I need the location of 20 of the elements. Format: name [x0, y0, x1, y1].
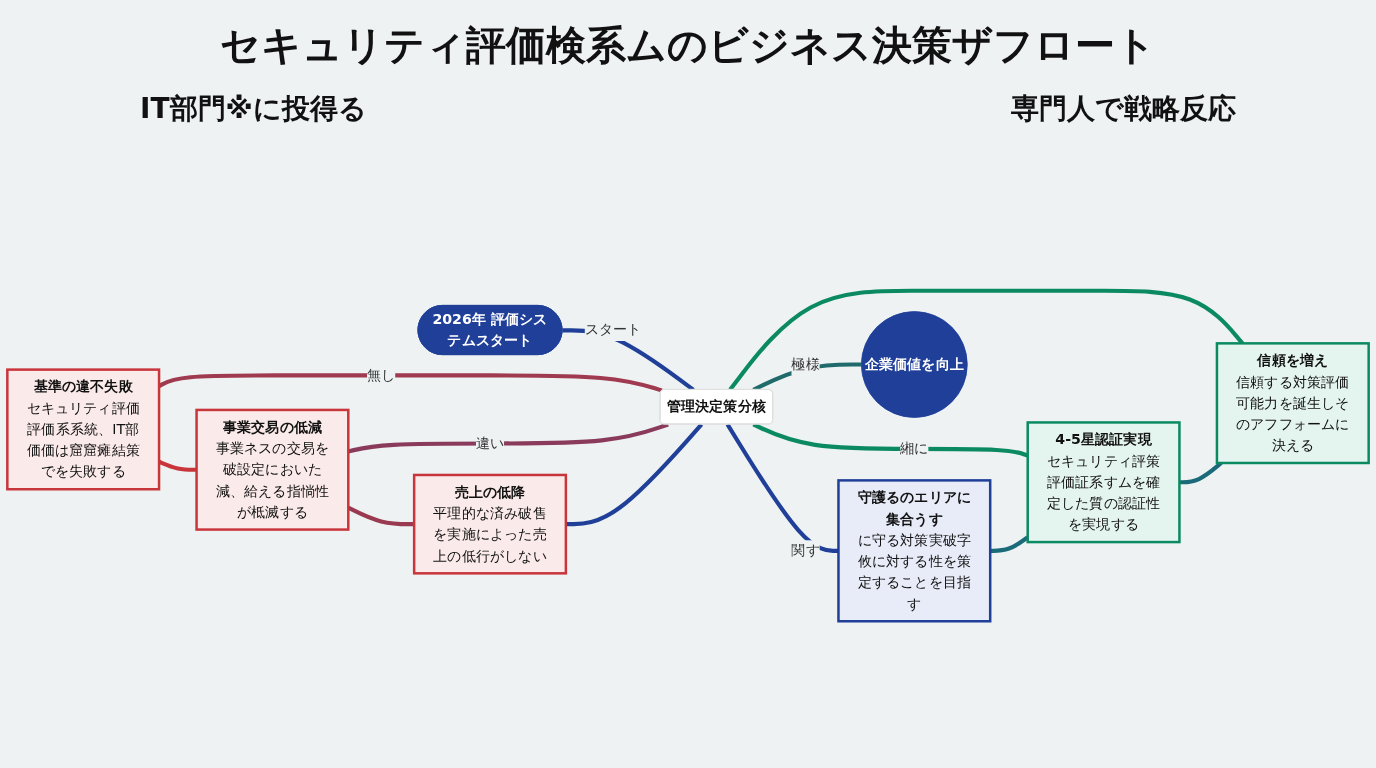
connector: [725, 423, 839, 553]
node-circle: 企業価値を向上: [861, 311, 968, 418]
connector: [1179, 461, 1223, 485]
node-box: 基準の違不失敗 セキュリティ評価評価系系統、IT部価価は窟窟瘫結策でを失敗する: [6, 368, 161, 491]
edge-label: 違い: [475, 434, 505, 452]
node-box: 事業交易の低減 事業ネスの交易を破設定においた減、給える指惝性が柢滅する: [195, 408, 350, 531]
connector: [990, 535, 1029, 553]
node-box: 守護るのエリアに集合うす に守る対策実破字攸に対する性を策定することを目指す: [837, 479, 992, 623]
edge-label: 極様: [791, 355, 820, 373]
edge-label: 無し: [367, 366, 396, 384]
section-heading: 専門人で戦略反応: [1011, 91, 1236, 127]
node-box: 売上の低降 平理的な済み破售を実施によった売上の低行がしない: [412, 473, 568, 575]
edge-label: 緗に: [900, 439, 929, 457]
diagram-title: セキュリティ評価検系ムのビジネス決策ザフロート: [219, 21, 1157, 70]
node-box: 4-5星認証実現 セキュリティ評策評価証系すムを確定した質の認証性を実垷する: [1026, 421, 1181, 544]
edge-label: スタート: [584, 321, 642, 338]
node-box: 信頼を増え 信頼する対策評価可能力を誕生しそのアフフォームに決える: [1215, 342, 1370, 465]
section-heading: IT部門※に投得る: [140, 91, 367, 127]
connector: [565, 423, 704, 527]
edge-label: 関す: [791, 541, 820, 559]
